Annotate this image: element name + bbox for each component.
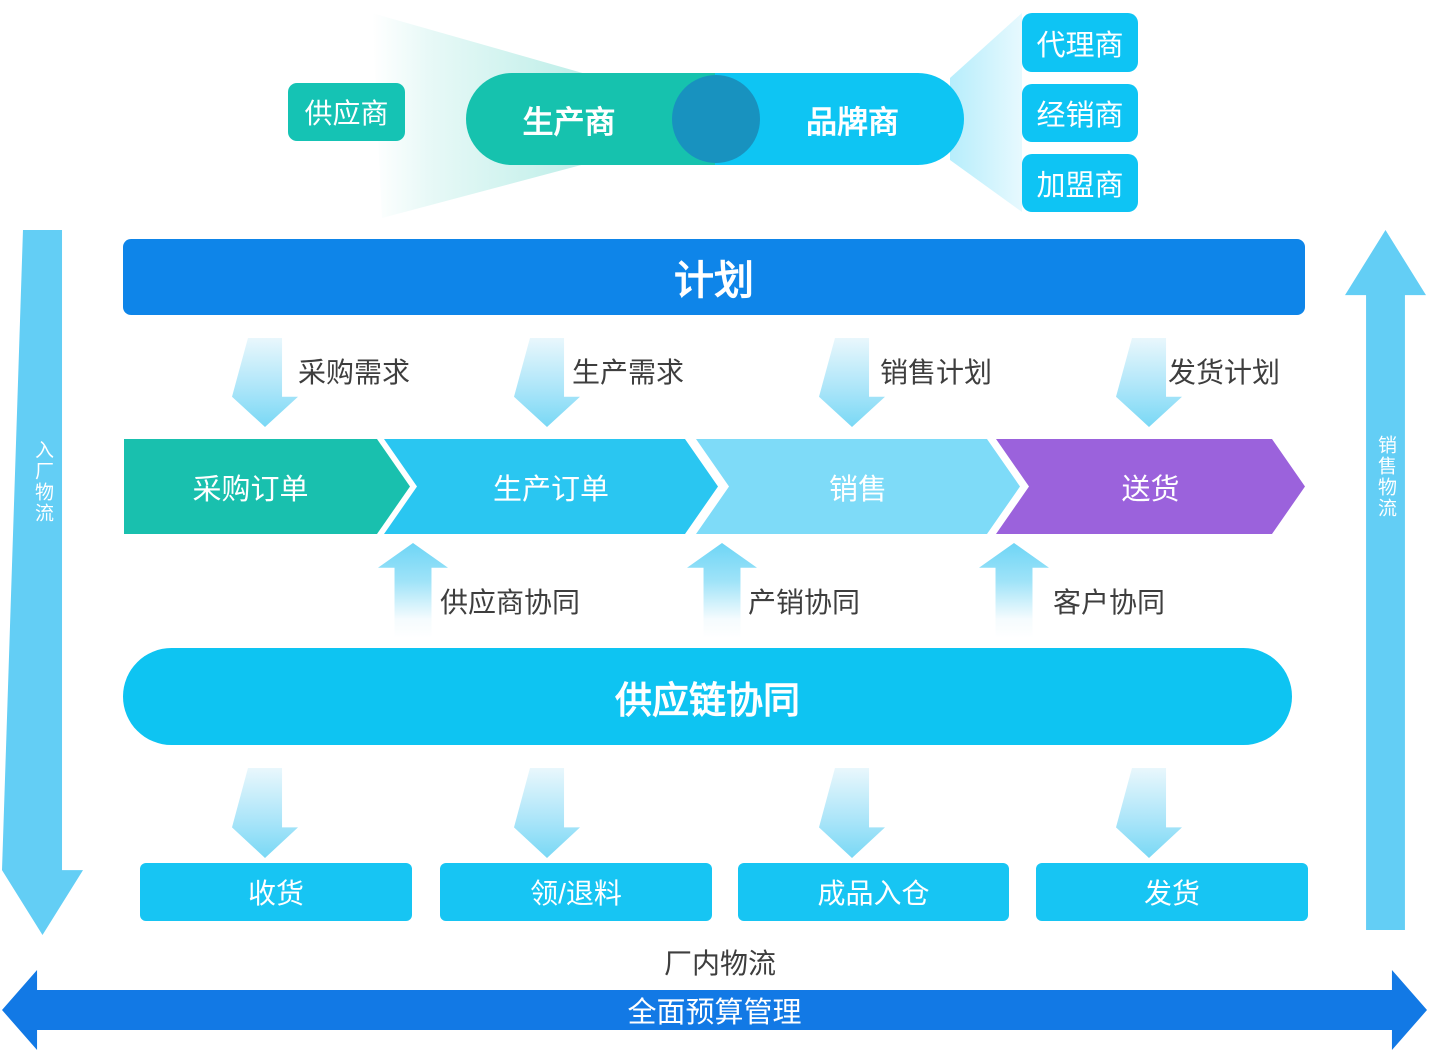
plan-bar: 计划 — [123, 239, 1305, 315]
warehouse-box-shipping: 发货 — [1036, 863, 1308, 921]
plan-output-label-shipping-plan: 发货计划 — [1168, 357, 1281, 388]
chevron-purchase-order: 采购订单 — [124, 439, 410, 534]
warehouse-box-receiving: 收货 — [140, 863, 412, 921]
producer-label: 生产商 — [522, 104, 616, 140]
overlap-circle — [672, 75, 760, 163]
collab-label-supplier: 供应商协同 — [440, 587, 581, 618]
collab-label-production-sales: 产销协同 — [748, 587, 861, 618]
plan-output-label-production-demand: 生产需求 — [572, 357, 685, 388]
channel-box-agent: 代理商 — [1022, 13, 1138, 72]
plan-output-label-sales-plan: 销售计划 — [880, 357, 993, 388]
inbound-logistics-label: 入厂物流 — [32, 440, 53, 524]
chevron-delivery: 送货 — [996, 439, 1305, 534]
channel-box-franchisee: 加盟商 — [1022, 154, 1138, 212]
warehouse-box-finished-goods: 成品入仓 — [738, 863, 1009, 921]
right-beam — [950, 13, 1022, 212]
chevron-sales: 销售 — [696, 439, 1020, 534]
warehouse-box-material: 领/退料 — [440, 863, 712, 921]
brand-label: 品牌商 — [806, 104, 899, 140]
plan-output-label-purchase-demand: 采购需求 — [298, 357, 411, 388]
collab-label-customer: 客户协同 — [1053, 587, 1166, 618]
chevron-production-order: 生产订单 — [384, 439, 718, 534]
scm-collaboration-pill: 供应链协同 — [123, 648, 1292, 745]
factory-logistics-label: 厂内物流 — [663, 948, 776, 979]
supplier-box: 供应商 — [288, 83, 405, 141]
channel-box-dealer: 经销商 — [1022, 84, 1138, 142]
outbound-logistics-label: 销售物流 — [1375, 435, 1396, 519]
